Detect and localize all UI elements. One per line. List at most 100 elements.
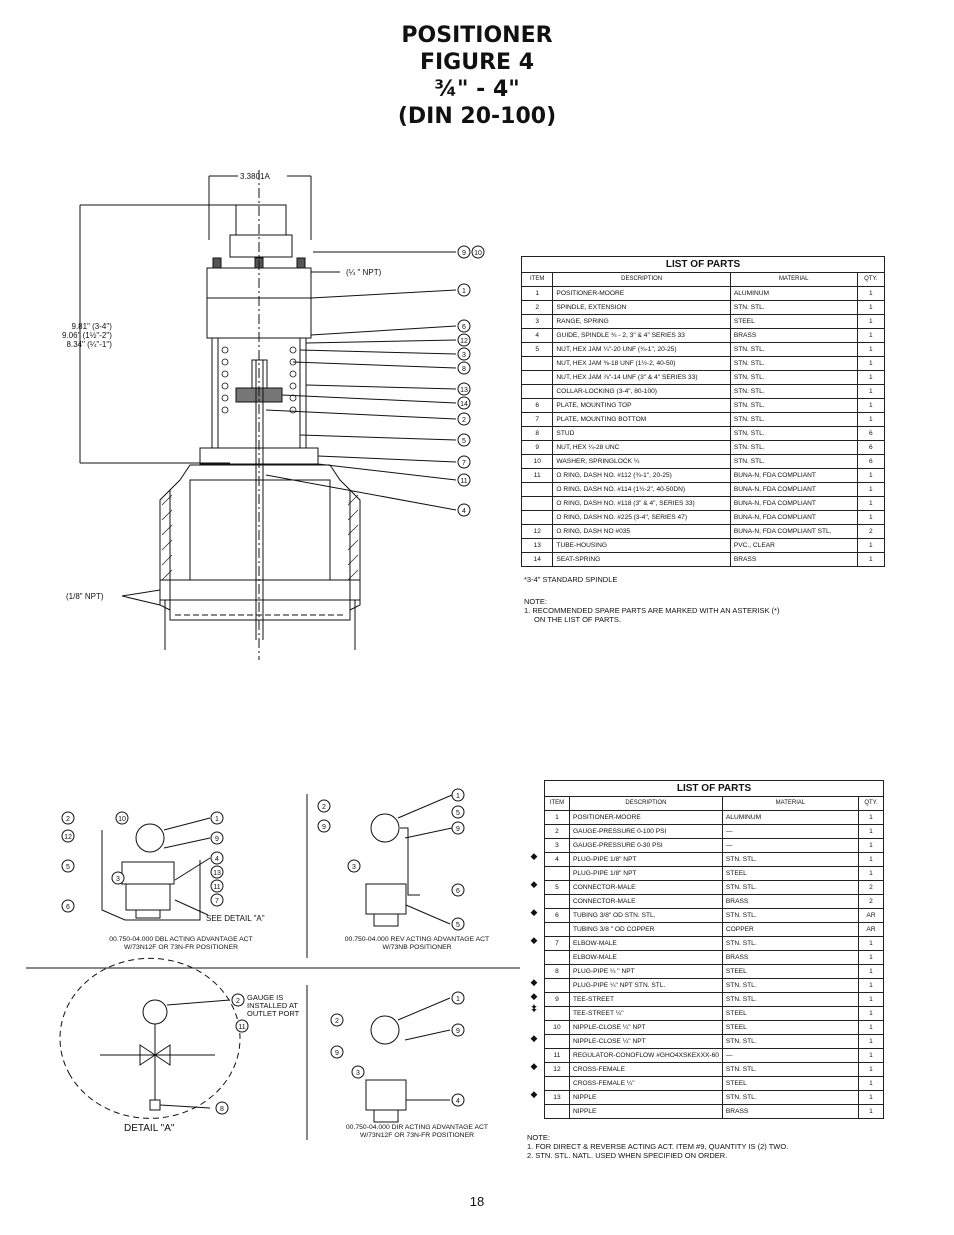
svg-text:5: 5 — [462, 438, 466, 445]
qty-cell: 1 — [858, 936, 884, 951]
qty-cell: 1 — [856, 468, 886, 483]
description-cell: COLLAR-LOCKING (3-4", 80-100) — [552, 384, 731, 399]
item-cell — [544, 1076, 570, 1091]
svg-text:6: 6 — [462, 324, 466, 331]
title-line-1: POSITIONER — [401, 23, 553, 48]
qty-cell: 1 — [856, 412, 886, 427]
material-cell: COPPER — [721, 922, 860, 937]
spare-marker: ✦ — [530, 1005, 538, 1015]
svg-text:5: 5 — [66, 864, 70, 871]
description-cell: O RING, DASH NO. #118 (3" & 4", SERIES 3… — [552, 496, 731, 511]
spare-marker: ◆ — [530, 1033, 538, 1043]
description-cell: CONNECTOR-MALE — [568, 880, 723, 895]
svg-text:13: 13 — [213, 870, 221, 877]
description-cell: O RING, DASH NO. #114 (1½-2", 40-50DN) — [552, 482, 731, 497]
material-cell: STN. STL. — [721, 978, 860, 993]
material-cell: BUNA-N, FDA COMPLIANT — [729, 510, 858, 525]
svg-text:6: 6 — [66, 904, 70, 911]
qty-cell: 6 — [856, 440, 886, 455]
table-row: O RING, DASH NO. #118 (3" & 4", SERIES 3… — [520, 496, 886, 511]
svg-text:9: 9 — [462, 250, 466, 257]
item-cell — [544, 1006, 570, 1021]
material-cell: — — [721, 1048, 860, 1063]
svg-text:12: 12 — [460, 338, 468, 345]
material-cell: STN. STL. — [721, 992, 860, 1007]
description-cell: GAUGE-PRESSURE 0-30 PSI — [568, 838, 723, 853]
qty-cell: 2 — [858, 894, 884, 909]
see-detail-label: SEE DETAIL "A" — [206, 914, 265, 923]
material-cell: STN. STL. — [729, 342, 858, 357]
qty-cell: 1 — [858, 1048, 884, 1063]
material-cell: ALUMINUM — [729, 286, 858, 301]
material-cell: PVC., CLEAR — [729, 538, 858, 553]
description-cell: NIPPLE — [568, 1090, 723, 1105]
svg-text:2: 2 — [236, 998, 240, 1005]
description-cell: TUBING 3/8 " OD COPPER — [568, 922, 723, 937]
qty-cell: 1 — [858, 1062, 884, 1077]
svg-text:3: 3 — [462, 352, 466, 359]
qty-cell: 1 — [856, 314, 886, 329]
material-cell: STN. STL. — [721, 908, 860, 923]
svg-text:14: 14 — [460, 401, 468, 408]
spare-marker: ◆ — [530, 879, 538, 889]
material-cell: STN. STL. — [729, 370, 858, 385]
spare-marker: ◆ — [530, 907, 538, 917]
svg-text:13: 13 — [460, 387, 468, 394]
svg-text:6: 6 — [456, 888, 460, 895]
item-cell: 11 — [544, 1048, 570, 1063]
description-cell: SPINDLE, EXTENSION — [552, 300, 731, 315]
item-cell — [520, 496, 554, 511]
item-cell: 1 — [544, 810, 570, 825]
header-qty: QTY. — [856, 272, 886, 287]
material-cell: STN. STL. — [721, 936, 860, 951]
note-2-2: 2. STN. STL. NATL. USED WHEN SPECIFIED O… — [527, 1151, 728, 1160]
material-cell: STN. STL. — [721, 1062, 860, 1077]
gauge-note-1: GAUGE IS — [247, 993, 284, 1002]
qty-cell: 1 — [856, 384, 886, 399]
qty-cell: 1 — [858, 1020, 884, 1035]
spare-marker: ◆ ✦ — [530, 991, 538, 1012]
caption-dbl-2: W/73N12F OR 73N-FR POSITIONER — [123, 944, 239, 951]
svg-text:1: 1 — [456, 793, 460, 800]
material-cell: STN. STL. — [721, 1034, 860, 1049]
npt-eighth-label: (1/8" NPT) — [66, 592, 104, 601]
qty-cell: 1 — [858, 1034, 884, 1049]
svg-text:1: 1 — [456, 996, 460, 1003]
qty-cell: 1 — [858, 1104, 884, 1119]
header-item: ITEM — [520, 272, 554, 287]
header-description: DESCRIPTION — [568, 796, 723, 811]
material-cell: BRASS — [729, 328, 858, 343]
svg-text:9: 9 — [215, 836, 219, 843]
description-cell: GAUGE-PRESSURE 0-100 PSI — [568, 824, 723, 839]
description-cell: TEE-STREET — [568, 992, 723, 1007]
qty-cell: 1 — [858, 866, 884, 881]
height-dim-2: 9.06" (1½"-2") — [62, 331, 112, 340]
material-cell: STN. STL. — [729, 412, 858, 427]
description-cell: O RING, DASH NO. #112 (¾-1", 20-25) — [552, 468, 731, 483]
description-cell: NUT, HEX JAM ⅞"-14 UNF (3" & 4" SERIES 3… — [552, 370, 731, 385]
item-cell: 13 — [544, 1090, 570, 1105]
material-cell: STEEL — [721, 1006, 860, 1021]
qty-cell: 1 — [856, 552, 886, 567]
item-cell: 4 — [544, 852, 570, 867]
caption-dbl-acting: 00.750-04.000 DBL ACTING ADVANTAGE ACT W… — [66, 936, 296, 952]
qty-cell: 1 — [856, 300, 886, 315]
description-cell: WASHER, SPRINGLOCK ¼ — [552, 454, 731, 469]
material-cell: BUNA-N, FDA COMPLIANT — [729, 496, 858, 511]
item-cell: 3 — [544, 838, 570, 853]
detail-a-label: DETAIL "A" — [124, 1123, 175, 1134]
qty-cell: 1 — [858, 964, 884, 979]
qty-cell: 1 — [858, 1090, 884, 1105]
